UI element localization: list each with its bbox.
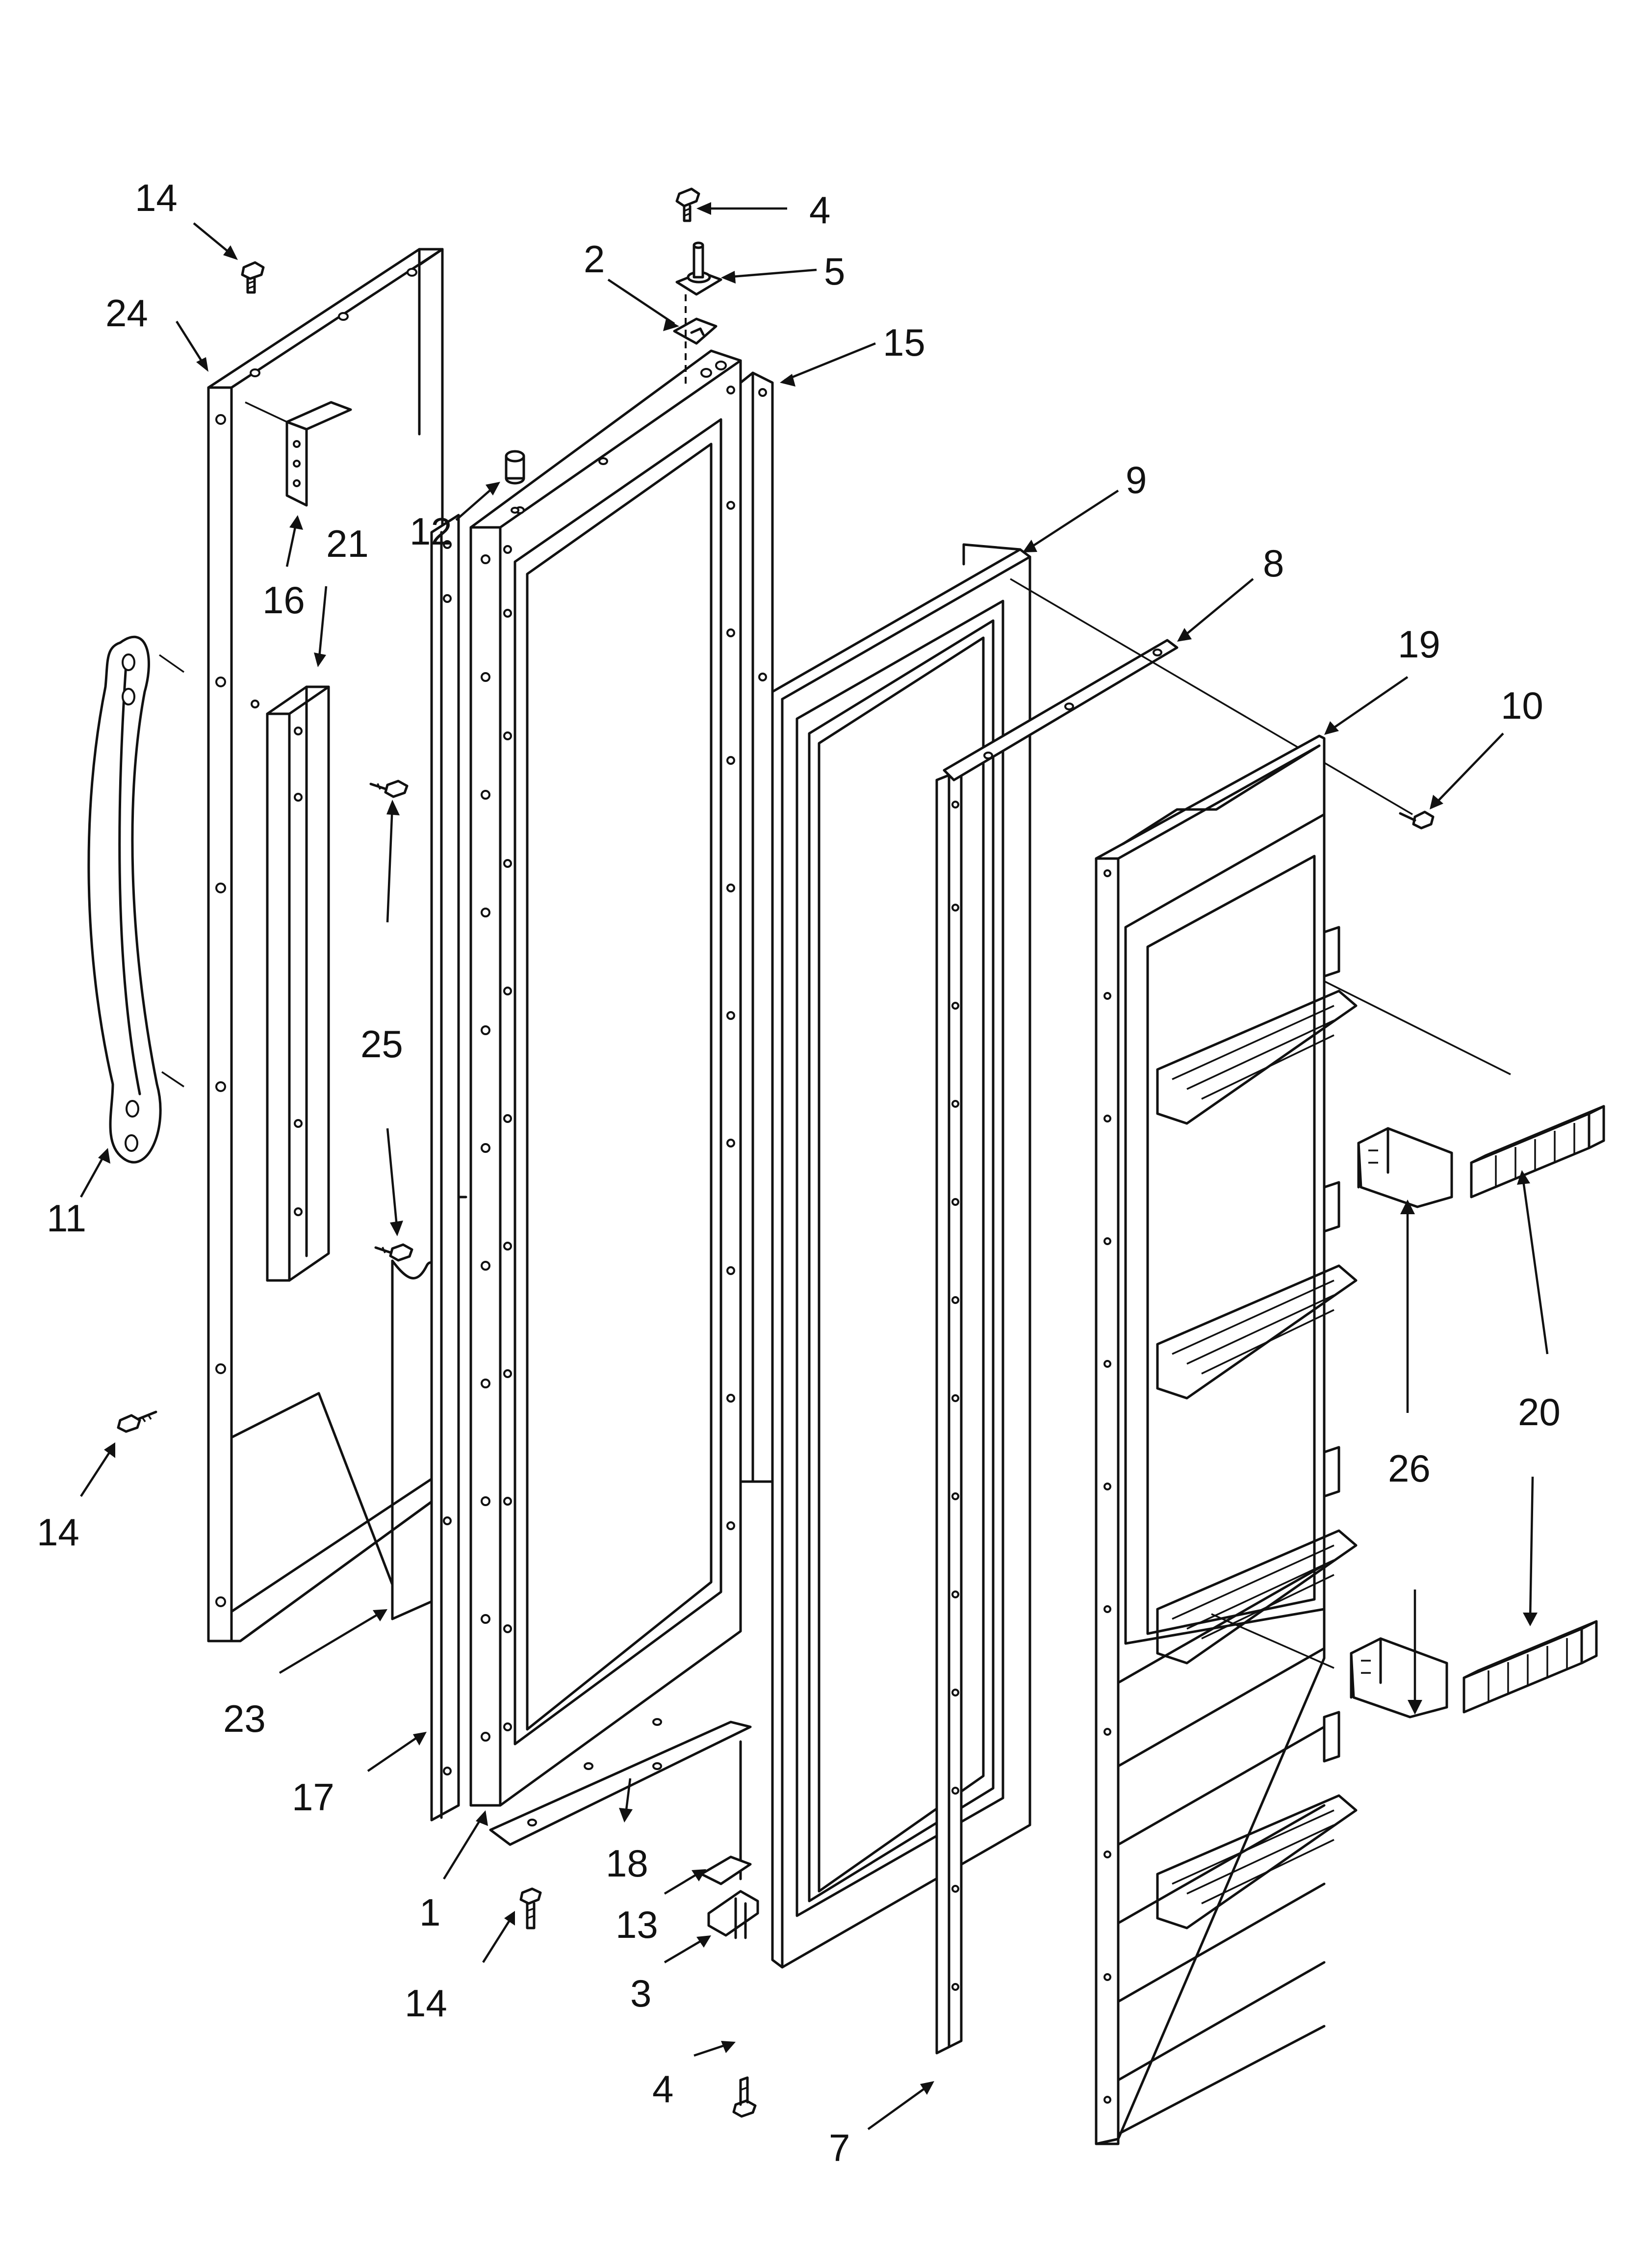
callout-23: 23 — [223, 1697, 266, 1740]
screw-side-panel — [117, 1410, 157, 1433]
screw-top-hinge — [675, 187, 700, 222]
callout-14-side: 14 — [37, 1511, 79, 1554]
callout-14-top: 14 — [135, 176, 178, 219]
shelf-retainer-upper — [1357, 1127, 1453, 1208]
shelf-retainer-lower — [1350, 1637, 1448, 1719]
callout-12: 12 — [410, 510, 452, 553]
callout-11: 11 — [47, 1197, 86, 1240]
callout-10: 10 — [1501, 684, 1543, 727]
callout-15: 15 — [883, 321, 925, 364]
callout-20: 20 — [1518, 1390, 1561, 1434]
callout-8: 8 — [1263, 542, 1284, 585]
callout-labels: 14 24 16 21 11 25 14 23 17 1 14 18 13 3 … — [37, 176, 1561, 2169]
bushing — [505, 450, 525, 514]
liner-strip — [935, 769, 963, 2055]
shelf-trim-upper — [1470, 1105, 1605, 1199]
callout-2: 2 — [584, 237, 605, 281]
top-hinge — [673, 241, 722, 388]
callout-21: 21 — [326, 522, 369, 565]
reinforcement-channel — [266, 685, 330, 1282]
callout-26: 26 — [1388, 1447, 1431, 1490]
screw-bottom-hinge — [732, 2076, 757, 2118]
callout-7: 7 — [829, 2126, 850, 2169]
callout-17: 17 — [292, 1775, 334, 1819]
shelf-trim-lower — [1462, 1620, 1598, 1714]
door-gasket — [771, 543, 1031, 1969]
callout-1: 1 — [419, 1891, 440, 1934]
bottom-hinge — [700, 1740, 759, 1939]
liner-top-strip — [943, 578, 1413, 815]
callout-25: 25 — [360, 1022, 403, 1066]
screw-channel-upper — [369, 780, 409, 798]
screw-bottom-strip — [519, 1887, 542, 1929]
callout-5: 5 — [824, 250, 845, 293]
door-strip-left — [430, 514, 467, 1822]
callout-4-bottom: 4 — [652, 2067, 673, 2111]
door-handle — [87, 635, 185, 1164]
callout-19: 19 — [1398, 623, 1440, 666]
callout-9: 9 — [1126, 458, 1147, 501]
callout-16: 16 — [262, 578, 305, 622]
bottom-strip — [489, 1721, 752, 1846]
leader-lines — [80, 207, 1549, 2130]
callout-18: 18 — [606, 1842, 648, 1885]
callout-13: 13 — [616, 1903, 658, 1946]
arrowheads — [98, 202, 1538, 2095]
door-frame — [469, 349, 742, 1807]
callout-4-top: 4 — [809, 188, 830, 232]
callout-3: 3 — [630, 1972, 651, 2015]
screw-top-panel — [241, 261, 265, 294]
screw-liner-corner — [1399, 810, 1435, 830]
door-strip-right — [739, 371, 774, 1483]
screw-channel-lower — [374, 1243, 413, 1262]
callout-14-bottom: 14 — [405, 1981, 447, 2025]
top-bracket — [245, 401, 352, 507]
door-liner — [1095, 734, 1511, 2145]
callout-24: 24 — [105, 291, 148, 335]
